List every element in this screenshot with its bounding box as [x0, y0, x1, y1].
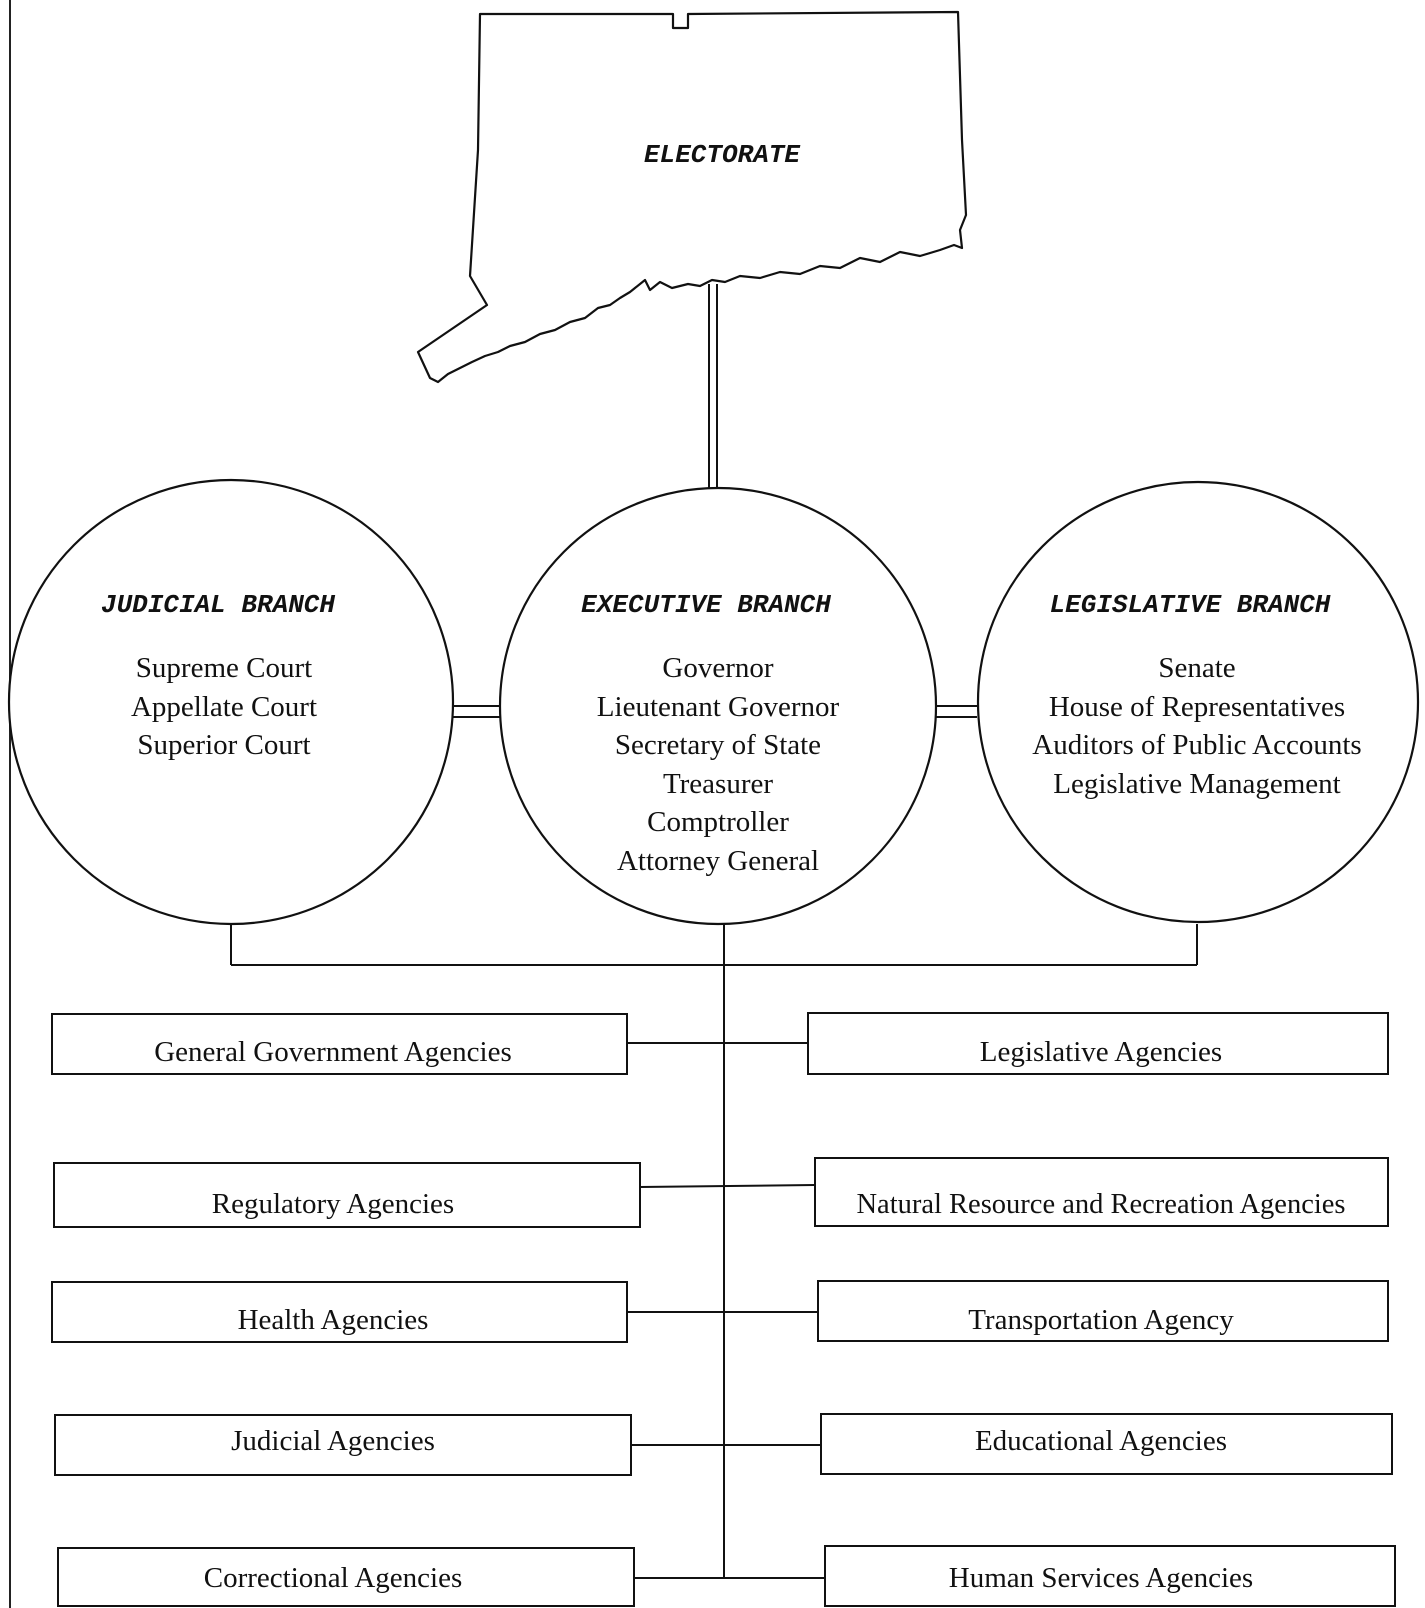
- agency-label-right: Educational Agencies: [975, 1425, 1227, 1457]
- agency-label-right: Transportation Agency: [968, 1304, 1234, 1336]
- electorate-label: ELECTORATE: [644, 140, 801, 170]
- legislative-member: Senate: [1158, 652, 1235, 684]
- agency-label-right: Natural Resource and Recreation Agencies: [856, 1189, 1345, 1220]
- agency-box-health: [51, 1281, 628, 1343]
- agency-label-left: Health Agencies: [238, 1304, 429, 1336]
- executive-member: Treasurer: [663, 768, 773, 800]
- agency-label-right: Human Services Agencies: [949, 1562, 1253, 1594]
- agency-label-left: Correctional Agencies: [204, 1562, 463, 1594]
- judicial-member: Superior Court: [137, 729, 310, 761]
- agency-label-left: Regulatory Agencies: [212, 1188, 454, 1220]
- executive-member: Secretary of State: [615, 729, 821, 761]
- state-outline-shape: [416, 10, 968, 384]
- executive-branch-circle: [498, 486, 938, 926]
- agency-box-judicial: [54, 1414, 632, 1476]
- judicial-member: Supreme Court: [136, 652, 312, 684]
- agency-box-educational: [820, 1413, 1393, 1475]
- agency-rung-line: [639, 1184, 816, 1188]
- agency-box-correctional: [57, 1547, 635, 1607]
- legislative-member: House of Representatives: [1049, 691, 1345, 723]
- agency-label-left: General Government Agencies: [154, 1036, 512, 1068]
- legislative-branch-title: LEGISLATIVE BRANCH: [1050, 590, 1331, 620]
- agency-label-left: Judicial Agencies: [231, 1425, 435, 1457]
- agency-box-general-government: [51, 1013, 628, 1075]
- executive-member: Lieutenant Governor: [597, 691, 840, 723]
- agency-box-transportation: [817, 1280, 1389, 1342]
- agency-box-regulatory: [53, 1162, 641, 1228]
- judicial-member: Appellate Court: [131, 691, 317, 723]
- legislative-member: Auditors of Public Accounts: [1032, 729, 1361, 761]
- executive-member: Attorney General: [617, 845, 819, 877]
- executive-member: Governor: [662, 652, 773, 684]
- agency-label-right: Legislative Agencies: [980, 1036, 1222, 1068]
- agency-box-natural-resource: [814, 1157, 1389, 1227]
- executive-member: Comptroller: [647, 806, 789, 838]
- agency-box-legislative: [807, 1012, 1389, 1075]
- judicial-branch-title: JUDICIAL BRANCH: [101, 590, 335, 620]
- legislative-branch-circle: [976, 480, 1420, 924]
- legislative-member: Legislative Management: [1053, 768, 1340, 800]
- agency-box-human-services: [824, 1545, 1396, 1607]
- executive-branch-title: EXECUTIVE BRANCH: [581, 590, 831, 620]
